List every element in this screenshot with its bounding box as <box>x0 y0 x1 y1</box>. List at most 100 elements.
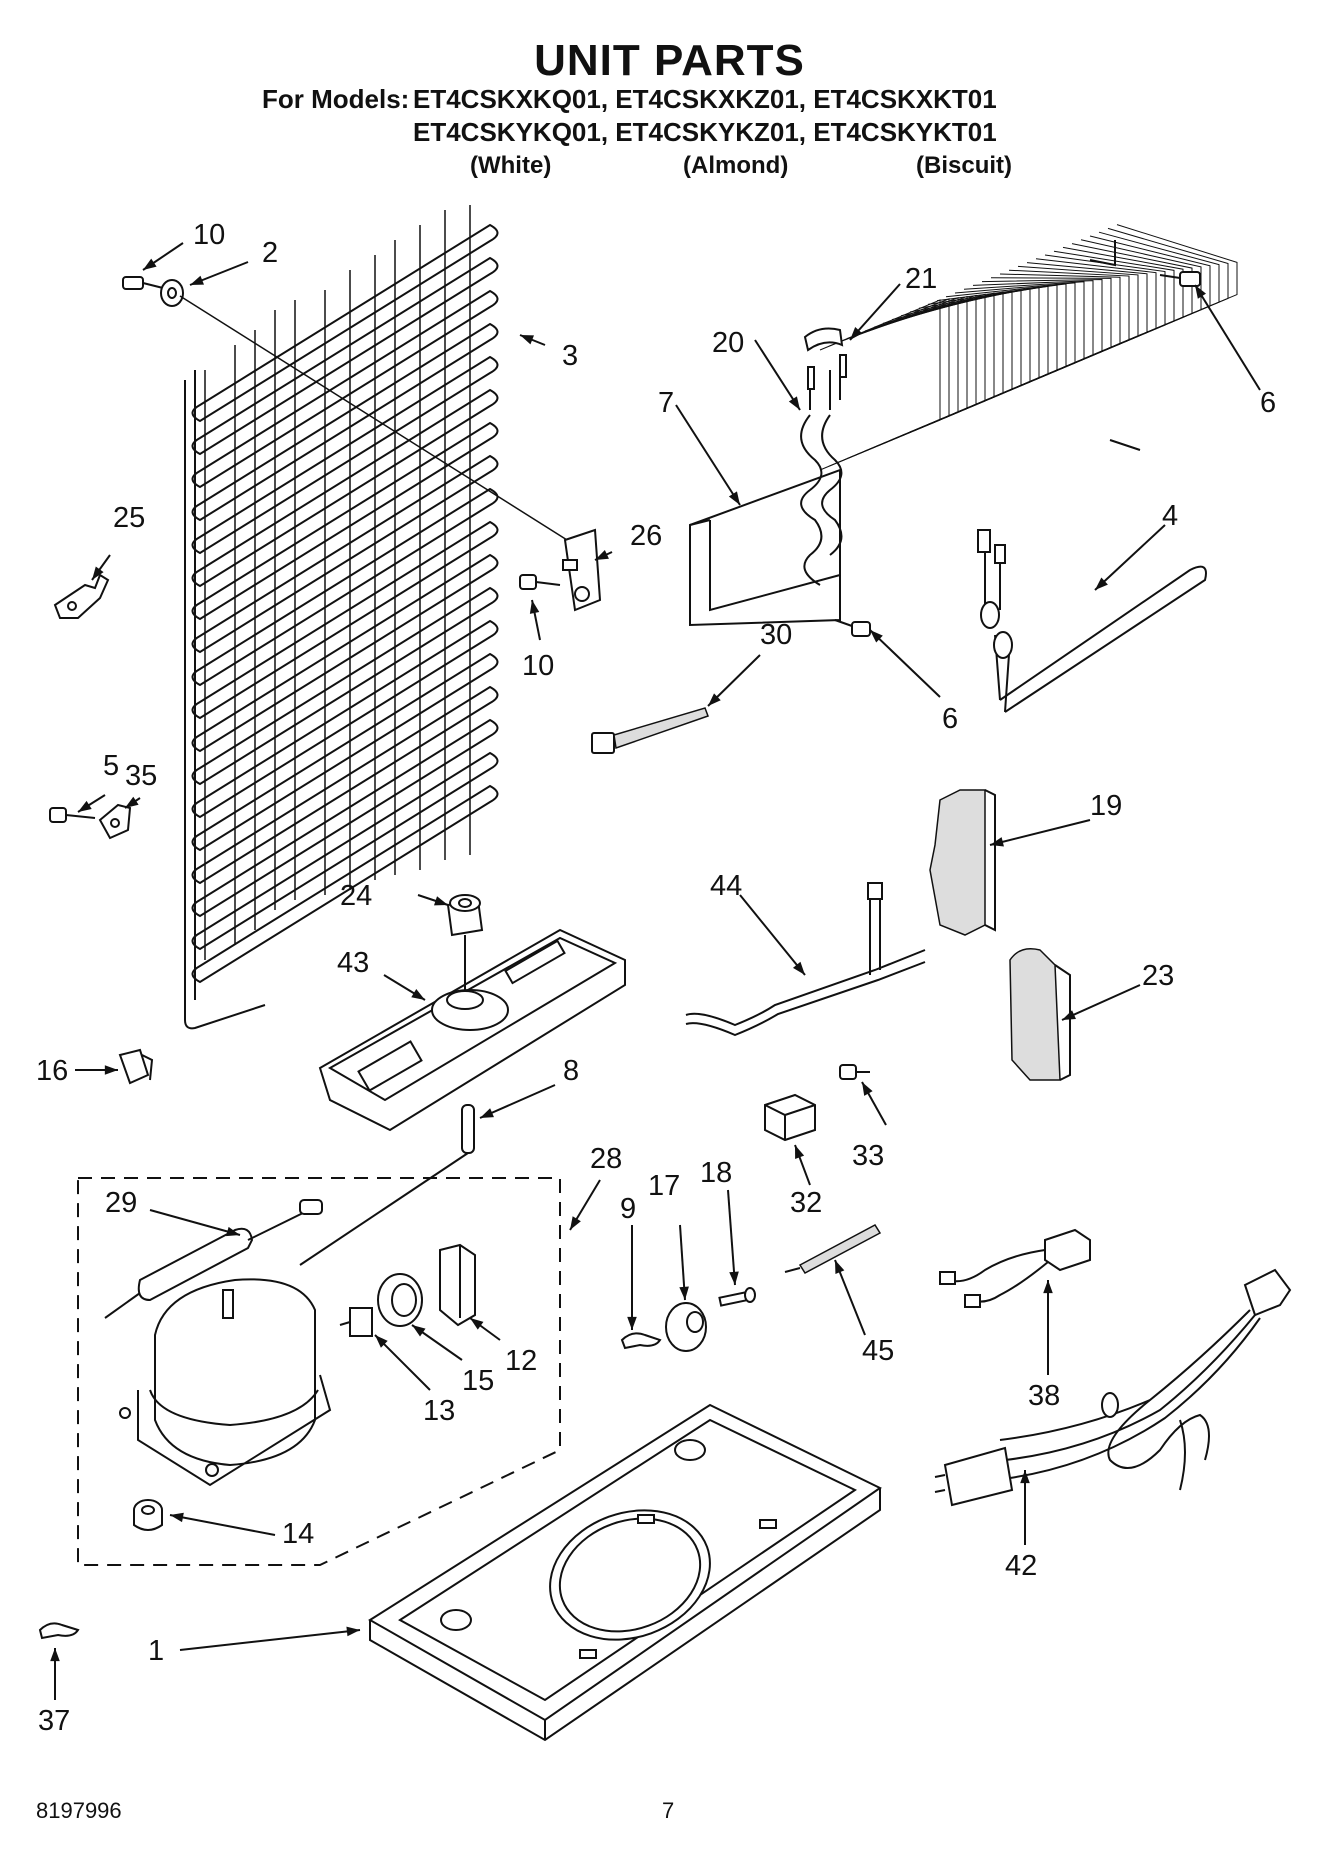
arrow-head <box>226 1226 240 1237</box>
arrow-head <box>850 326 863 340</box>
insulation-23 <box>1009 948 1071 1081</box>
defrost-heater-4 <box>977 529 1207 713</box>
callout-16: 16 <box>36 1055 68 1087</box>
tube-44 <box>685 882 926 1037</box>
callout-23: 23 <box>1142 960 1174 992</box>
callout-32: 32 <box>790 1187 822 1219</box>
arrow-head <box>480 1108 494 1118</box>
clip-37 <box>38 1622 80 1640</box>
washer-2 <box>160 279 184 307</box>
clip-21 <box>803 327 844 352</box>
coil-loop <box>191 718 499 918</box>
callout-33: 33 <box>852 1140 884 1172</box>
color-almond: (Almond) <box>683 152 789 179</box>
arrow-head <box>1062 1010 1076 1020</box>
callout-18: 18 <box>700 1157 732 1189</box>
arrow-head <box>92 566 104 580</box>
relay-13 <box>339 1307 373 1337</box>
drain-pan-43 <box>318 928 626 1132</box>
page-title: UNIT PARTS <box>534 36 805 85</box>
arrow-head <box>78 800 92 812</box>
coil-loop <box>191 256 499 456</box>
overload-15 <box>377 1273 423 1327</box>
coil-loop <box>191 421 499 621</box>
screw-6-top <box>1159 271 1201 287</box>
callout-3: 3 <box>562 340 578 372</box>
arrow-head <box>412 1325 426 1337</box>
tube-8 <box>299 1104 475 1266</box>
callout-10: 10 <box>193 219 225 251</box>
alignment-line <box>179 295 576 546</box>
callout-17: 17 <box>648 1170 680 1202</box>
callout-28: 28 <box>590 1143 622 1175</box>
base-pan-1 <box>368 1403 882 1742</box>
callout-9: 9 <box>620 1193 636 1225</box>
arrow-head <box>1195 285 1207 299</box>
drier-29 <box>104 1199 323 1319</box>
coil-loop <box>191 784 499 984</box>
bracket-26 <box>562 528 602 612</box>
arrow-head <box>595 550 609 560</box>
coil-loop <box>191 355 499 555</box>
arrow-head <box>990 837 1004 847</box>
arrow-head <box>104 1065 118 1075</box>
roller-17 <box>665 1302 707 1352</box>
models-line-2: ET4CSKYKQ01, ET4CSKYKZ01, ET4CSKYKT01 <box>413 117 997 147</box>
screw-6-mid <box>834 619 871 637</box>
coil-loop <box>191 553 499 753</box>
screw-33 <box>839 1064 870 1080</box>
tube-45 <box>784 1224 882 1274</box>
coil-loop <box>191 223 499 423</box>
capacitor-32 <box>764 1093 816 1142</box>
arrow-head <box>470 1318 484 1330</box>
callout-24: 24 <box>340 880 372 912</box>
evaporator <box>689 224 1238 627</box>
callout-4: 4 <box>1162 500 1178 532</box>
callout-44: 44 <box>710 870 742 902</box>
callout-6: 6 <box>1260 387 1276 419</box>
compressor <box>119 1278 332 1487</box>
callout-19: 19 <box>1090 790 1122 822</box>
callout-43: 43 <box>337 947 369 979</box>
color-biscuit: (Biscuit) <box>916 152 1012 179</box>
grommet-24 <box>446 894 484 990</box>
arrow-head <box>375 1335 388 1348</box>
coil-loop <box>191 619 499 819</box>
callout-8: 8 <box>563 1055 579 1087</box>
callout-30: 30 <box>760 619 792 651</box>
arrow-heads <box>50 258 1207 1662</box>
callout-labels: 10 2 3 25 26 10 5 35 24 43 16 8 29 28 21… <box>36 219 1276 1737</box>
bolt-10-top <box>122 276 164 290</box>
harness-38 <box>939 1228 1091 1308</box>
clip-9 <box>620 1332 662 1350</box>
arrow-head <box>346 1626 360 1637</box>
arrow-head <box>1095 577 1108 590</box>
callout-21: 21 <box>905 263 937 295</box>
coil-loop <box>191 388 499 588</box>
callout-7: 7 <box>658 387 674 419</box>
callout-5: 5 <box>103 750 119 782</box>
cover-12 <box>439 1243 476 1327</box>
arrow-head <box>520 335 534 345</box>
arrow-head <box>411 989 425 1000</box>
callout-45: 45 <box>862 1335 894 1367</box>
color-white: (White) <box>470 152 552 179</box>
arrow-head <box>627 1316 637 1330</box>
callout-38: 38 <box>1028 1380 1060 1412</box>
insulation-19 <box>929 789 996 936</box>
callout-14: 14 <box>282 1518 314 1550</box>
clip-35 <box>98 803 132 840</box>
arrow-head <box>529 600 540 614</box>
callout-20: 20 <box>712 327 744 359</box>
coil-loop <box>191 586 499 786</box>
callout-15: 15 <box>462 1365 494 1397</box>
callout-10-b: 10 <box>522 650 554 682</box>
arrow-head <box>170 1512 184 1523</box>
page-number: 7 <box>662 1798 675 1823</box>
coil-loop <box>191 652 499 852</box>
cable-tie-30 <box>591 707 709 754</box>
callout-13: 13 <box>423 1395 455 1427</box>
callout-12: 12 <box>505 1345 537 1377</box>
axle-18 <box>718 1287 756 1307</box>
